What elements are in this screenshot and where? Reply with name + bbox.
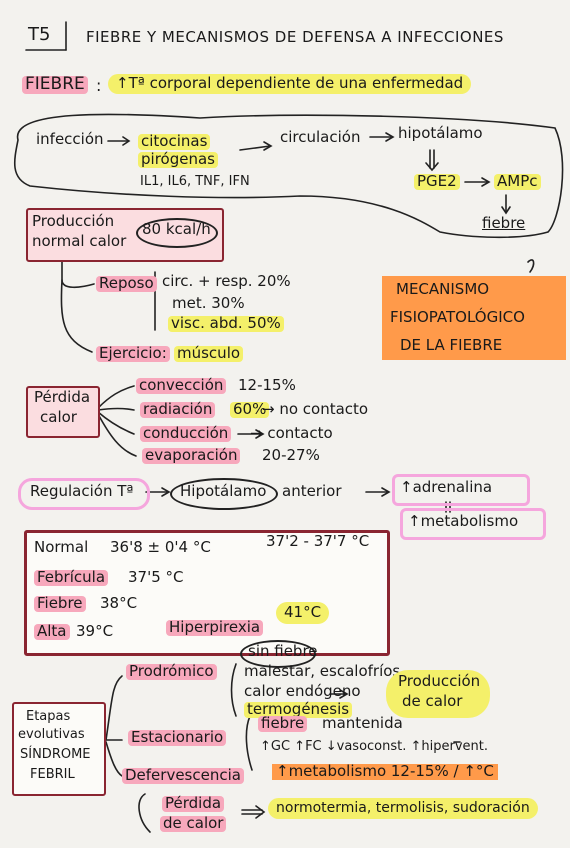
temp-fiebre-value: 38°C <box>100 594 138 612</box>
loss-item-conveccion: convección <box>136 377 227 394</box>
production-label-1: Producción <box>32 212 115 230</box>
pathway-fiebre: fiebre <box>482 214 526 232</box>
loss-item-evaporacion-detail: 20-27% <box>262 446 320 464</box>
loss-item-radiacion: radiación <box>140 401 216 418</box>
stage-calor-endogeno: calor endógeno <box>244 682 361 700</box>
pathway-il-list: IL1, IL6, TNF, IFN <box>140 174 250 189</box>
stage-prodromico: Prodrómico <box>126 663 217 680</box>
stage-estac-mantenida: mantenida <box>322 714 403 732</box>
loss-label-1: Pérdida <box>34 388 91 406</box>
stage-defer-result: normotermia, termolisis, sudoración <box>268 798 538 819</box>
regulation-label: Regulación Tª <box>30 482 134 500</box>
pathway-ampc: AMPc <box>494 173 541 190</box>
stage-termogenesis: termogénesis <box>244 701 353 718</box>
production-value-oval <box>136 218 218 248</box>
ejercicio-label: Ejercicio: <box>96 345 170 362</box>
loss-box <box>26 386 100 438</box>
fiebre-label: FIEBRE <box>22 75 88 94</box>
stage-malestar: malestar, escalofríos <box>244 662 401 680</box>
pathway-infeccion: infección <box>36 130 104 148</box>
sin-fiebre-oval <box>240 640 316 668</box>
pathway-pirogenas: pirógenas <box>138 151 218 168</box>
temp-hiper-value: 41°C <box>276 602 330 624</box>
stages-box <box>12 702 106 796</box>
stages-label-1: Etapas <box>26 709 71 724</box>
regulation-hipotalamo-oval <box>170 478 278 510</box>
page-title: FIEBRE Y MECANISMOS DE DEFENSA A INFECCI… <box>86 28 504 46</box>
loss-item-conduccion-detail: → contacto <box>250 424 333 442</box>
fiebre-definition: ↑Tª corporal dependiente de una enfermed… <box>108 74 472 94</box>
mechanism-note <box>382 276 566 360</box>
pathway-circulacion: circulación <box>280 128 361 146</box>
stages-label-2: evolutivas <box>18 727 85 742</box>
reposo-label: Reposo <box>96 275 157 292</box>
regulation-metabolismo: ↑metabolismo <box>408 512 519 530</box>
stage-produccion-1: Producción <box>398 672 481 690</box>
temp-normal-range: 37'2 - 37'7 °C <box>266 532 370 550</box>
loss-item-conduccion: conducción <box>140 425 232 442</box>
ejercicio-value: músculo <box>174 345 244 362</box>
stage-perdida-2: de calor <box>160 815 227 832</box>
metabolismo-outline <box>400 508 546 540</box>
stage-estac-line-2: ↑GC ↑FC ↓vasoconst. ↑hipervent. <box>260 739 489 754</box>
loss-item-radiacion-pct: 60% <box>230 401 270 418</box>
regulation-hipotalamo: Hipotálamo <box>180 482 267 500</box>
loss-label-2: calor <box>40 408 77 426</box>
mechanism-line-3: DE LA FIEBRE <box>400 336 503 354</box>
stage-defervescencia: Defervescencia <box>122 767 244 784</box>
loss-item-evaporacion: evaporación <box>142 447 241 464</box>
stages-label-4: FEBRIL <box>30 767 75 782</box>
temp-febricula-label: Febrícula <box>34 569 109 586</box>
temp-febricula-value: 37'5 °C <box>128 568 184 586</box>
stage-estac-fiebre: fiebre <box>258 715 308 732</box>
pathway-pge2: PGE2 <box>414 173 460 190</box>
temp-normal-value: 36'8 ± 0'4 °C <box>110 538 211 556</box>
production-value: 80 kcal/h <box>142 220 211 238</box>
pathway-hipotalamo: hipotálamo <box>398 124 483 142</box>
pathway-citocinas: citocinas <box>138 133 211 150</box>
temp-normal-label: Normal <box>34 538 89 556</box>
reposo-item-2: met. 30% <box>172 294 245 312</box>
temp-hiper-label: Hiperpirexia <box>166 619 264 636</box>
produccion-calor-bubble <box>386 670 490 718</box>
temp-alta-label: Alta <box>34 623 70 640</box>
regulation-adrenalina: ↑adrenalina <box>400 478 493 496</box>
stage-sin-fiebre: sin fiebre <box>248 642 318 660</box>
stage-produccion-2: de calor <box>402 692 463 710</box>
reposo-item-3: visc. abd. 50% <box>168 315 284 332</box>
stages-label-3: SÍNDROME <box>20 747 91 762</box>
temp-alta-value: 39°C <box>76 622 114 640</box>
mechanism-line-2: FISIOPATOLÓGICO <box>390 308 525 326</box>
production-label-2: normal calor <box>32 232 127 250</box>
mechanism-line-1: MECANISMO <box>396 280 490 298</box>
topic-code: T5 <box>28 24 51 45</box>
stage-perdida-1: Pérdida <box>162 795 225 812</box>
adrenalina-outline <box>392 474 530 506</box>
regulation-outline <box>18 478 150 510</box>
regulation-anterior: anterior <box>282 482 342 500</box>
temp-fiebre-label: Fiebre <box>34 595 86 612</box>
stage-estacionario: Estacionario <box>128 729 227 746</box>
loss-item-radiacion-detail: → no contacto <box>262 400 369 418</box>
loss-item-conveccion-detail: 12-15% <box>238 376 296 394</box>
stage-estac-line-3: ↑metabolismo 12-15% / ↑°C <box>272 763 498 780</box>
reposo-item-1: circ. + resp. 20% <box>162 272 291 290</box>
